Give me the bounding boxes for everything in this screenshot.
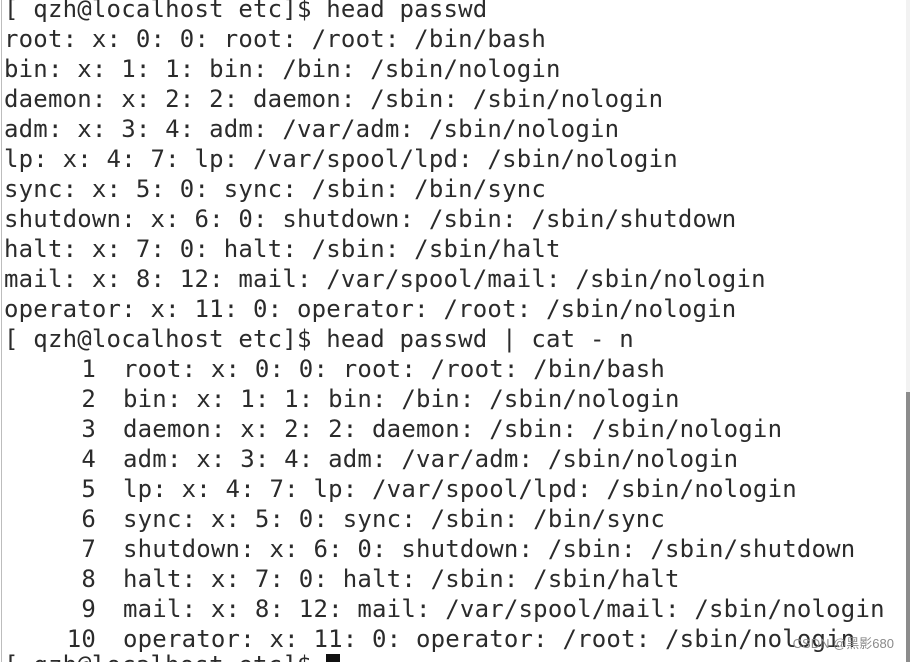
line-number: 8	[81, 565, 96, 593]
current-command-line[interactable]: [ qzh@localhost etc]$	[4, 650, 341, 662]
line-number: 10	[66, 625, 96, 653]
numbered-output-line: 8 halt: x: 7: 0: halt: /sbin: /sbin/halt	[4, 564, 680, 594]
output-line: shutdown: x: 6: 0: shutdown: /sbin: /sbi…	[4, 205, 737, 233]
output-line: daemon: x: 2: 2: daemon: /sbin: /sbin/no…	[4, 85, 664, 113]
numbered-output-line: 10 operator: x: 11: 0: operator: /root: /…	[4, 624, 856, 654]
output-line: adm: x: 3: 4: adm: /var/adm: /sbin/nolog…	[4, 115, 620, 143]
line-text: lp: x: 4: 7: lp: /var/spool/lpd: /sbin/n…	[123, 475, 797, 503]
line-text: halt: x: 7: 0: halt: /sbin: /sbin/halt	[123, 565, 680, 593]
output-line: halt: x: 7: 0: halt: /sbin: /sbin/halt	[4, 235, 561, 263]
line-number: 4	[81, 445, 96, 473]
line-text: sync: x: 5: 0: sync: /sbin: /bin/sync	[123, 505, 666, 533]
line-text: operator: x: 11: 0: operator: /root: /sb…	[123, 625, 856, 653]
line-number: 6	[81, 505, 96, 533]
line-number: 1	[81, 355, 96, 383]
command-prompt-cat: [ qzh@localhost etc]$ head passwd | cat …	[4, 325, 634, 353]
output-line: operator: x: 11: 0: operator: /root: /sb…	[4, 295, 737, 323]
line-number: 2	[81, 385, 96, 413]
output-line: sync: x: 5: 0: sync: /sbin: /bin/sync	[4, 175, 547, 203]
numbered-output-line: 3 daemon: x: 2: 2: daemon: /sbin: /sbin/n…	[4, 414, 782, 444]
numbered-output-line: 9 mail: x: 8: 12: mail: /var/spool/mail: …	[4, 594, 885, 624]
scrollbar-thumb[interactable]	[906, 392, 910, 662]
current-prompt: [ qzh@localhost etc]$	[4, 651, 326, 662]
watermark: CSDN @黑影680	[792, 636, 894, 651]
numbered-output-line: 1 root: x: 0: 0: root: /root: /bin/bash	[4, 354, 665, 384]
line-number: 5	[81, 475, 96, 503]
line-text: shutdown: x: 6: 0: shutdown: /sbin: /sbi…	[123, 535, 856, 563]
line-number: 9	[81, 595, 96, 623]
numbered-output-line: 6 sync: x: 5: 0: sync: /sbin: /bin/sync	[4, 504, 665, 534]
line-number: 7	[81, 535, 96, 563]
output-line: mail: x: 8: 12: mail: /var/spool/mail: /…	[4, 265, 766, 293]
numbered-output-line: 7 shutdown: x: 6: 0: shutdown: /sbin: /sb…	[4, 534, 855, 564]
line-text: bin: x: 1: 1: bin: /bin: /sbin/nologin	[123, 385, 680, 413]
output-line: bin: x: 1: 1: bin: /bin: /sbin/nologin	[4, 55, 561, 83]
numbered-output-line: 5 lp: x: 4: 7: lp: /var/spool/lpd: /sbin/…	[4, 474, 797, 504]
line-number: 3	[81, 415, 96, 443]
vertical-scrollbar[interactable]	[906, 0, 910, 662]
text-cursor	[326, 654, 341, 662]
line-text: daemon: x: 2: 2: daemon: /sbin: /sbin/no…	[123, 415, 783, 443]
line-text: mail: x: 8: 12: mail: /var/spool/mail: /…	[123, 595, 885, 623]
terminal-left-border	[1, 0, 2, 662]
output-line: lp: x: 4: 7: lp: /var/spool/lpd: /sbin/n…	[4, 145, 678, 173]
numbered-output-line: 2 bin: x: 1: 1: bin: /bin: /sbin/nologin	[4, 384, 680, 414]
numbered-output-line: 4 adm: x: 3: 4: adm: /var/adm: /sbin/nolo…	[4, 444, 738, 474]
command-prompt-head: [ qzh@localhost etc]$ head passwd	[4, 0, 488, 23]
line-text: root: x: 0: 0: root: /root: /bin/bash	[123, 355, 666, 383]
output-line: root: x: 0: 0: root: /root: /bin/bash	[4, 25, 547, 53]
line-text: adm: x: 3: 4: adm: /var/adm: /sbin/nolog…	[123, 445, 739, 473]
